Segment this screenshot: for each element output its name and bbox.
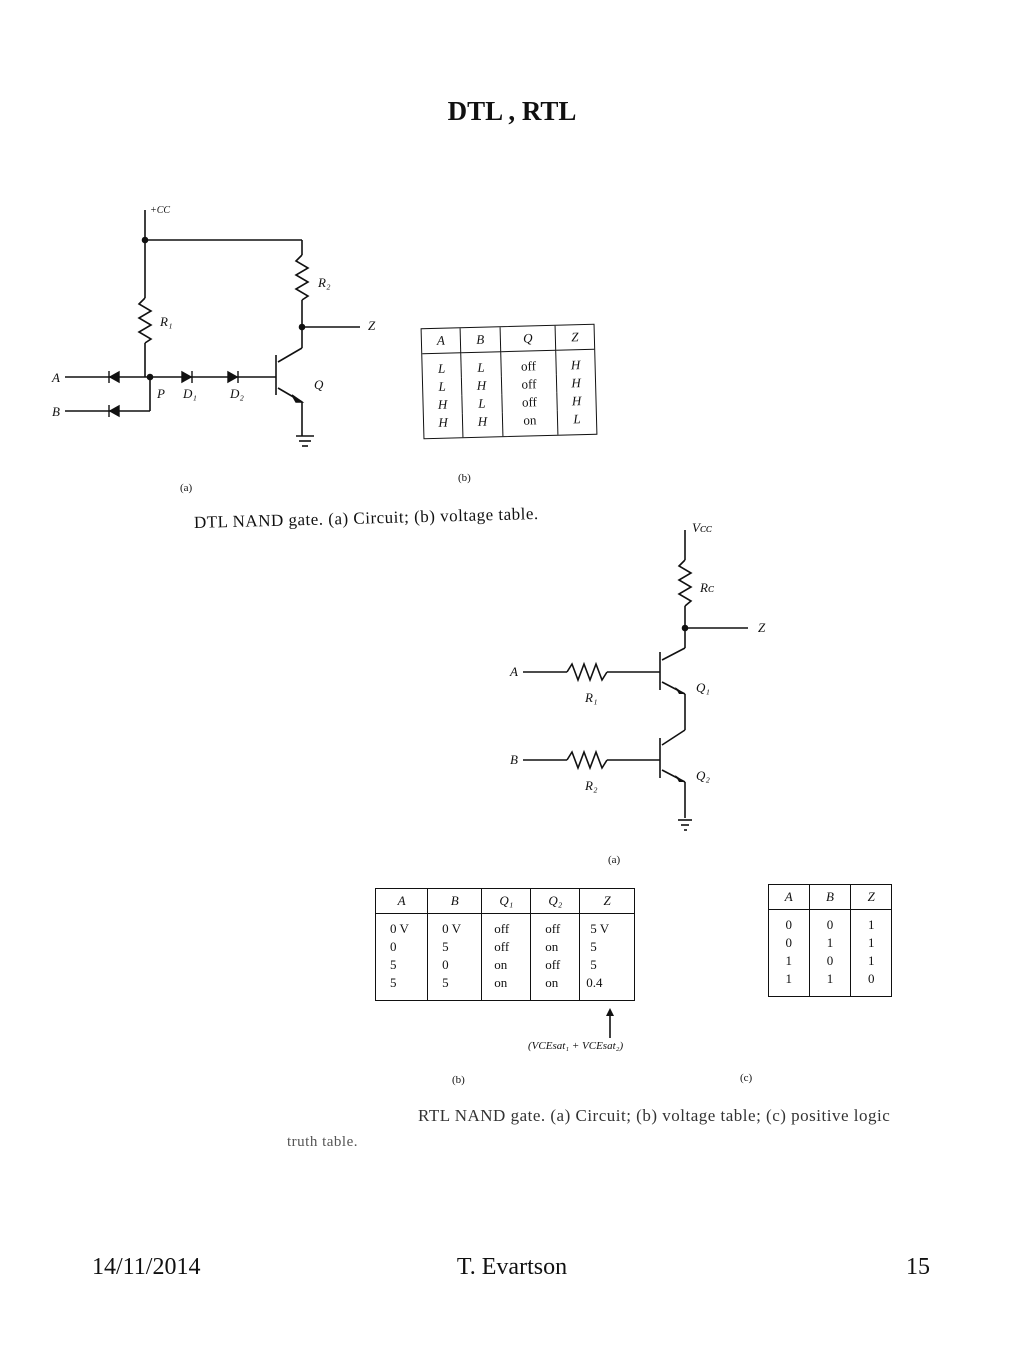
table-header: Z [579,889,634,914]
table-row: 0 0 1 [769,909,891,934]
table-header: Z [850,885,891,910]
table-header: Z [555,324,595,351]
dtl-b-label: B [52,404,60,419]
rtl-truth-table: A B Z 0 0 1 0 1 1 1 0 1 1 1 [768,884,892,997]
rtl-r1-label: R₁ [585,690,598,705]
table-header: Q₁ [481,889,532,914]
dtl-voltage-table: A B Q Z L L off H L H off H H L off [420,323,598,440]
table-header: A [421,328,461,354]
table-row: 0 V 0 V off off 5 V [376,913,634,938]
rtl-voltage-table-sublabel: (b) [452,1074,465,1086]
dtl-a-label: A [52,370,60,385]
rtl-z-label: Z [758,620,766,635]
dtl-vcc-label: +CC [150,205,171,216]
table-row: 1 0 1 [769,952,891,970]
rtl-truth-table-sublabel: (c) [740,1072,753,1084]
rtl-vcc-label: Vᴄᴄ [692,520,712,535]
footer-date: 14/11/2014 [92,1254,201,1280]
table-header: B [427,889,483,914]
rtl-caption-line2: truth table. [287,1134,358,1150]
table-header: B [460,327,501,353]
slide-title: DTL , RTL [447,96,577,126]
dtl-table-sublabel: (b) [458,472,471,484]
dtl-z-label: Z [368,318,376,333]
rtl-r2-label: R₂ [585,778,598,793]
table-header: A [376,889,429,914]
dtl-circuit-sublabel: (a) [180,482,193,494]
table-header: A [769,885,810,910]
dtl-q-label: Q [314,377,324,392]
table-row: 5 5 on on 0.4 [376,974,634,1000]
footer-author: T. Evartson [456,1254,568,1280]
dtl-d1-label: D₁ [183,386,197,401]
rtl-vcesat-annotation: (VCEsat₁ + VCEsat₂) [528,1040,624,1052]
table-header: Q [499,325,556,352]
table-header: B [809,885,852,910]
rtl-circuit-sublabel: (a) [608,854,621,866]
rtl-caption-line1: RTL NAND gate. (a) Circuit; (b) voltage … [418,1106,891,1125]
rtl-a-label: A [510,664,518,679]
dtl-d2-label: D₂ [230,386,244,401]
rtl-rc-label: Rᴄ [700,580,714,595]
table-row: 5 0 on off 5 [376,956,634,974]
table-row: 1 1 0 [769,970,891,996]
rtl-b-label: B [510,752,518,767]
dtl-p-label: P [157,386,165,401]
table-row: H H on L [423,410,597,439]
footer-page-number: 15 [906,1254,930,1280]
table-header: Q₂ [530,889,581,914]
table-row: 0 1 1 [769,934,891,952]
rtl-q2-label: Q₂ [696,768,710,783]
rtl-q1-label: Q₁ [696,680,710,695]
dtl-r2-label: R₂ [318,275,331,290]
dtl-r1-label: R₁ [160,314,173,329]
table-row: 0 5 off on 5 [376,938,634,956]
rtl-voltage-table: A B Q₁ Q₂ Z 0 V 0 V off off 5 V 0 5 off … [375,888,635,1001]
